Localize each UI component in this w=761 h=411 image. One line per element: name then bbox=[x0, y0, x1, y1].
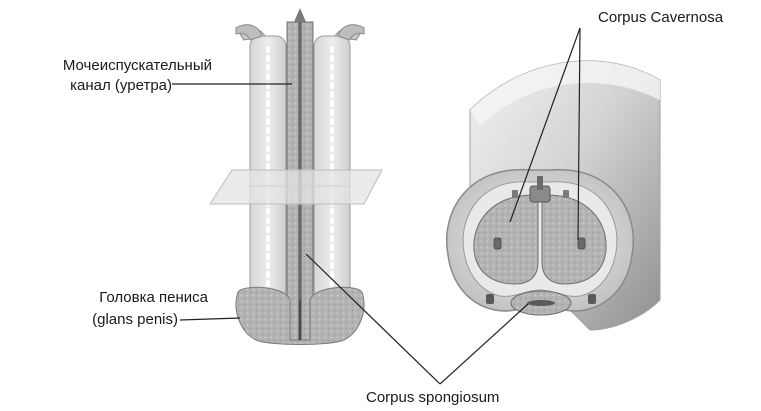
urethra-label-line2: канал (уретра) bbox=[0, 76, 172, 96]
spongiosum-leader-right bbox=[440, 304, 528, 384]
section-plane bbox=[210, 170, 382, 204]
corpus-cavernosa-label: Corpus Cavernosa bbox=[598, 8, 723, 28]
longitudinal-section bbox=[210, 8, 382, 345]
glans-label-line2: (glans penis) bbox=[0, 310, 178, 330]
glans-leader bbox=[180, 318, 240, 320]
urethra-label-line1: Мочеиспускательный bbox=[0, 56, 212, 76]
corpus-spongiosum-label: Corpus spongiosum bbox=[366, 388, 499, 408]
glans-label-line1: Головка пениса bbox=[0, 288, 208, 308]
